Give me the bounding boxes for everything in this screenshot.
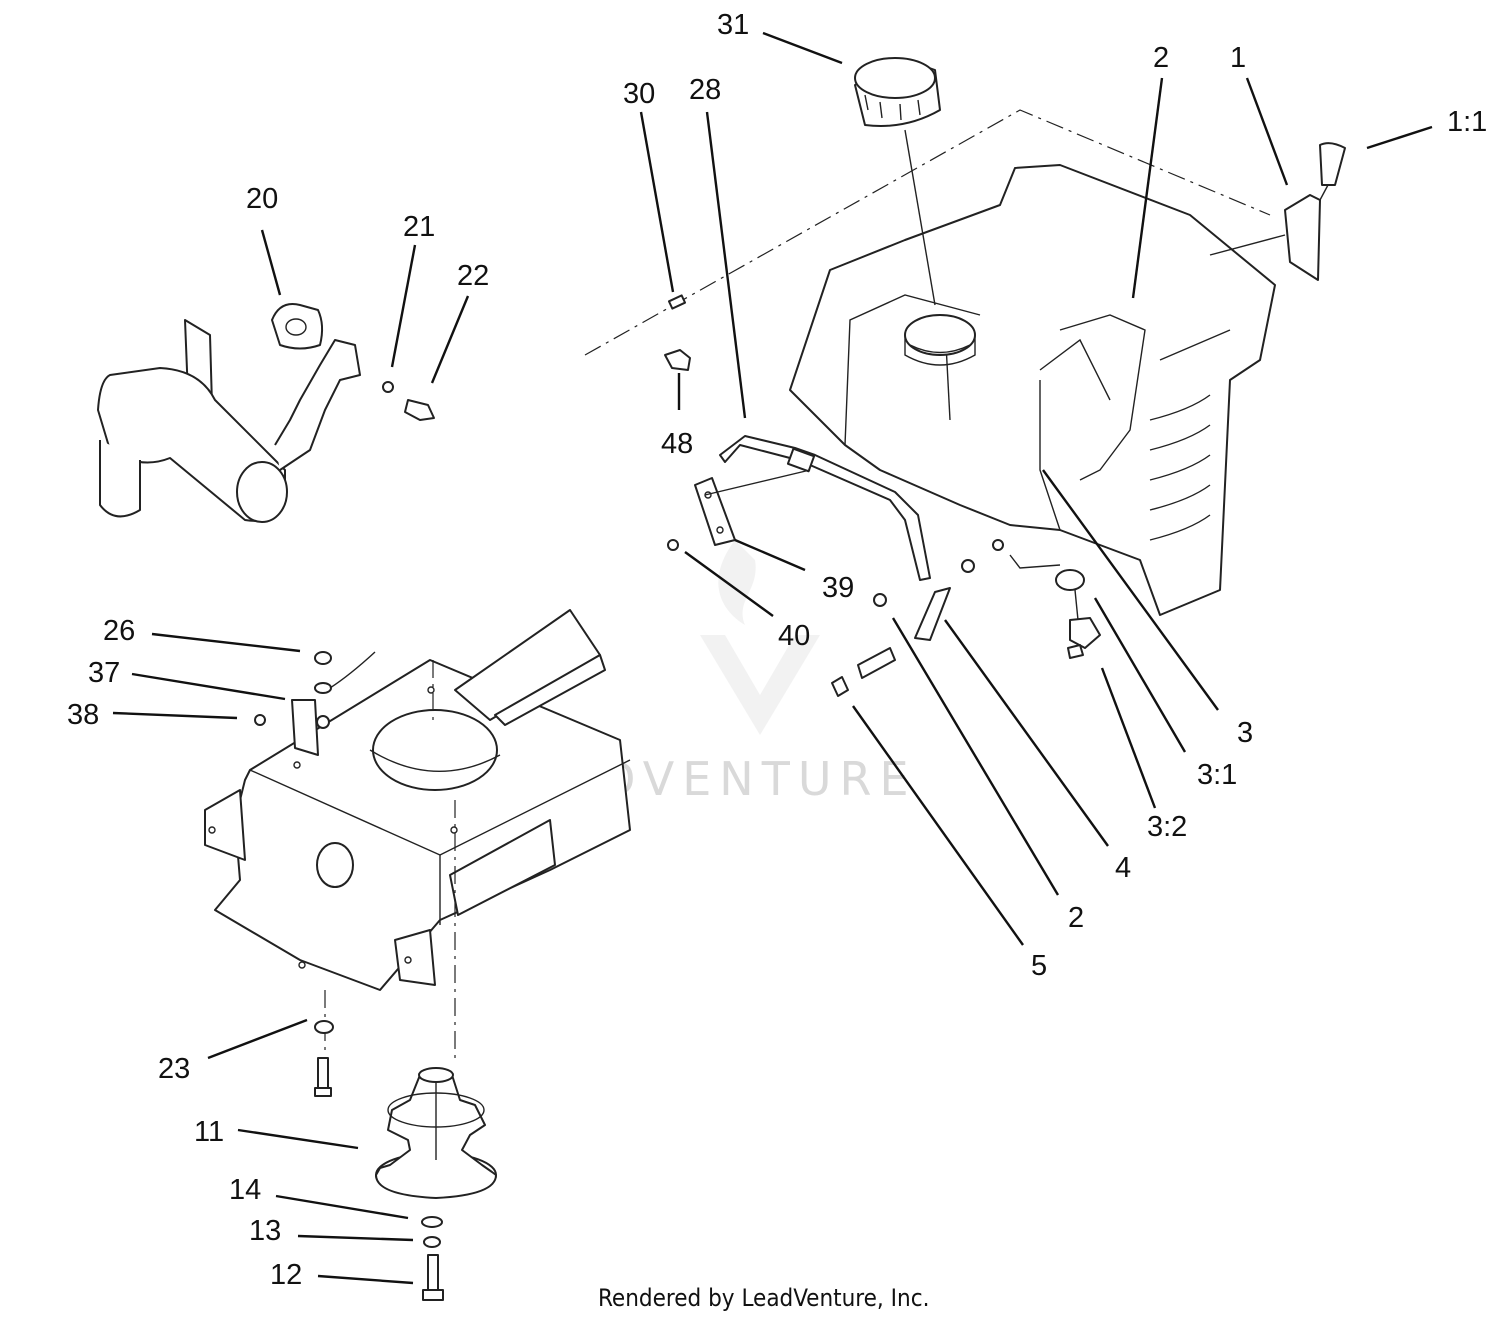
muffler [97,303,435,523]
callout-3-2: 3:2 [1147,811,1187,843]
callout-3: 3 [1237,717,1253,749]
pulley [375,1067,497,1199]
callout-5: 5 [1031,950,1047,982]
callout-13: 13 [249,1215,281,1247]
callout-2b: 2 [1068,902,1084,934]
fuel-tank [584,109,1276,616]
callout-21: 21 [403,211,435,243]
ground-terminal [254,651,376,756]
callout-12: 12 [270,1259,302,1291]
callout-4: 4 [1115,852,1131,884]
callout-11: 11 [194,1116,224,1148]
callout-30: 30 [623,78,655,110]
callout-22: 22 [457,260,489,292]
leader-lines [112,31,1433,1285]
callout-48: 48 [661,428,693,460]
callout-20: 20 [246,183,278,215]
callout-2: 2 [1153,42,1169,74]
callouts: 31 2 1 1:1 30 28 20 21 22 48 39 40 26 37… [67,9,1487,1291]
callout-37: 37 [88,657,120,689]
clip-48 [664,349,691,371]
footer-credit: Rendered by LeadVenture, Inc. [598,1284,929,1312]
watermark-logo [700,540,820,735]
pulley-hardware [421,1216,444,1301]
callout-1: 1 [1230,42,1246,74]
callout-31: 31 [717,9,749,41]
callout-38: 38 [67,699,99,731]
callout-1-1: 1:1 [1447,106,1487,138]
tank-valve [1055,569,1101,659]
bracket [667,469,811,551]
callout-14: 14 [229,1174,261,1206]
callout-26: 26 [103,615,135,647]
callout-28: 28 [689,74,721,106]
fuel-cap [854,57,941,306]
bolt-23 [314,1020,334,1097]
fuel-shutoff-valve [1209,142,1346,281]
clip-30 [667,294,687,310]
fuel-line [719,435,931,581]
callout-3-1: 3:1 [1197,759,1237,791]
fuel-hose [831,539,1061,697]
callout-39: 39 [822,572,854,604]
callout-23: 23 [158,1053,190,1085]
callout-40: 40 [778,620,810,652]
engine-deck [204,609,631,1060]
